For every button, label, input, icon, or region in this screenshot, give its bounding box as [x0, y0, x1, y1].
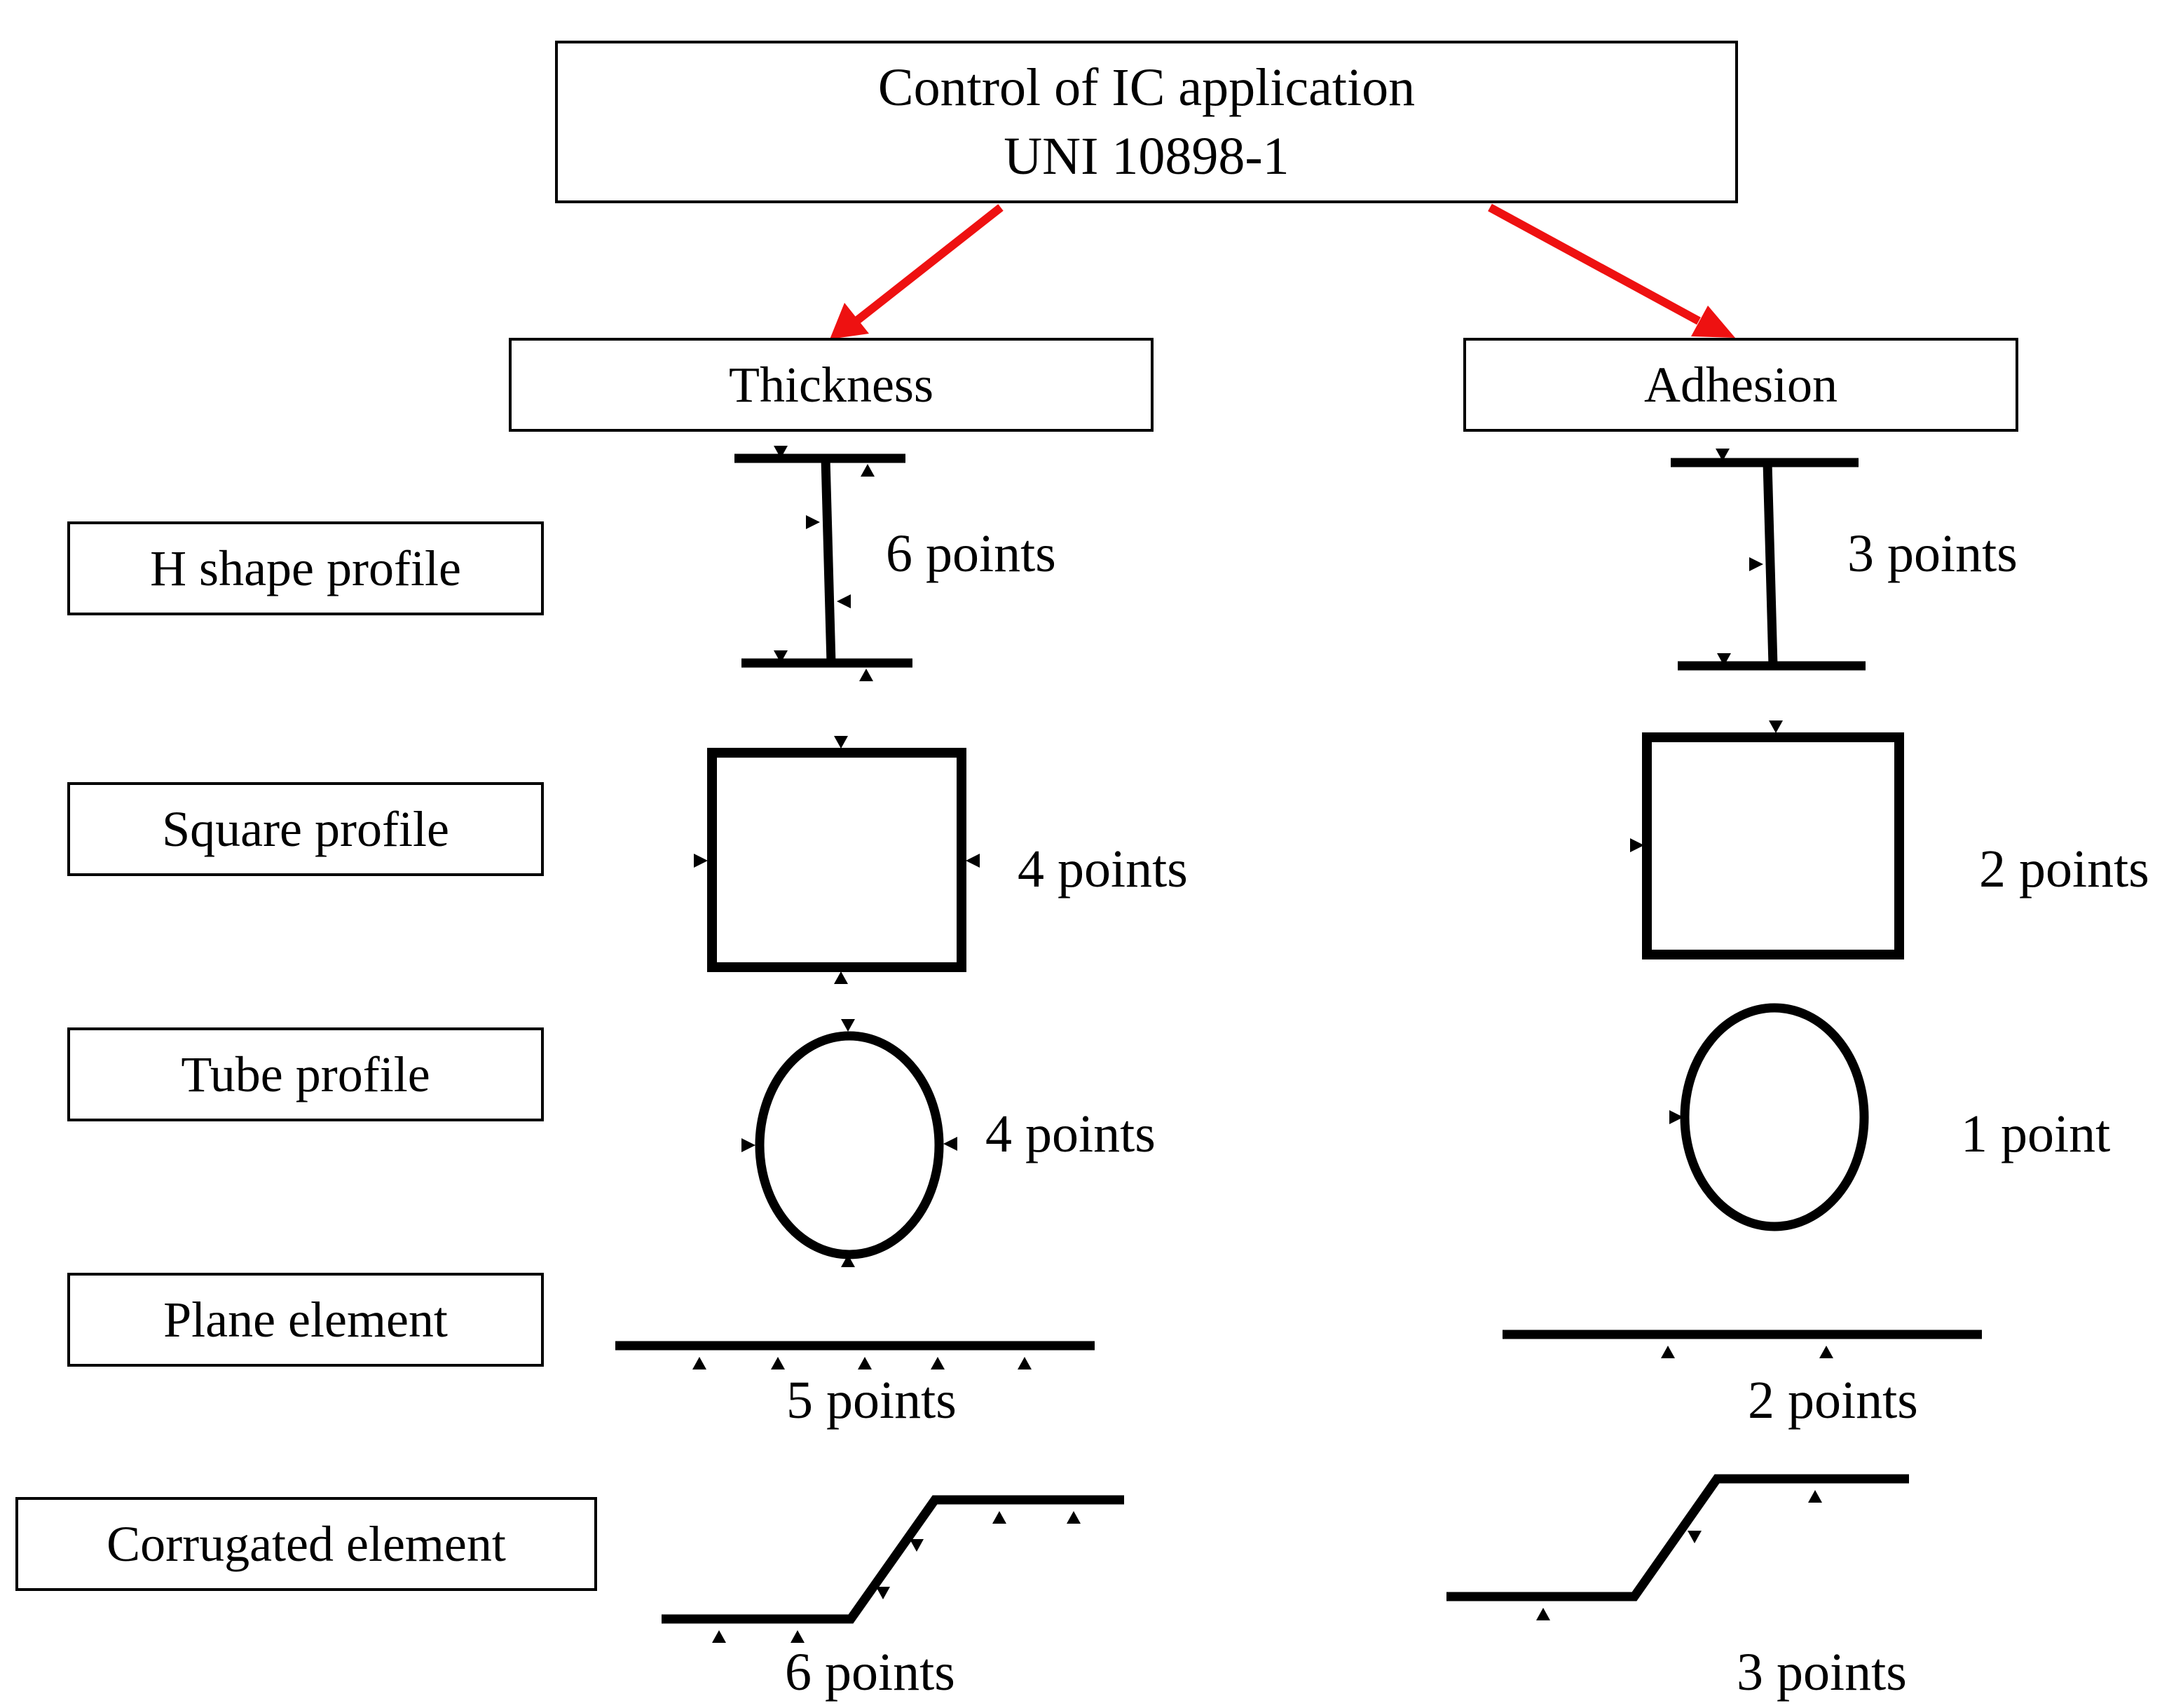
adhesion-box: Adhesion — [1463, 338, 2018, 432]
measure-marker — [1808, 1490, 1822, 1503]
tube-thickness-figure — [741, 1019, 957, 1267]
measure-marker — [1067, 1511, 1081, 1524]
measure-marker — [712, 1630, 726, 1643]
red-arrows — [830, 203, 1735, 339]
measure-marker — [1717, 653, 1731, 666]
measure-marker — [859, 669, 873, 681]
square-profile-label: Square profile — [162, 800, 449, 857]
corrugated-adhesion-points: 3 points — [1737, 1643, 1907, 1702]
square-adhesion-points: 2 points — [1979, 840, 2149, 899]
h-shape-profile-label: H shape profile — [150, 540, 461, 596]
measure-marker — [834, 971, 848, 984]
h-shape-adhesion-figure — [1671, 449, 1866, 671]
measure-marker — [692, 1357, 706, 1369]
plane-element-label: Plane element — [163, 1291, 448, 1348]
arrow-to-adhesion — [1488, 203, 1701, 325]
measure-marker — [858, 1357, 872, 1369]
tube-profile-box: Tube profile — [67, 1027, 544, 1121]
measure-marker — [966, 854, 980, 868]
h-shape-thickness-figure — [734, 446, 912, 681]
h-shape-thickness-points: 6 points — [886, 524, 1056, 583]
title-line-2: UNI 10898-1 — [1004, 127, 1289, 186]
measure-marker — [841, 1019, 855, 1032]
tube-profile-label: Tube profile — [181, 1046, 430, 1102]
measure-marker — [837, 594, 851, 608]
square-adhesion-figure — [1630, 720, 1904, 959]
h-shape-adhesion-points: 3 points — [1847, 524, 2018, 583]
plane-thickness-figure — [615, 1341, 1095, 1369]
measure-marker — [1819, 1346, 1833, 1358]
measure-marker — [861, 464, 875, 477]
corrugated-thickness-figure — [662, 1495, 1124, 1643]
square-thickness-points: 4 points — [1018, 840, 1188, 899]
measure-marker — [943, 1137, 957, 1151]
arrowhead-thickness — [830, 303, 869, 339]
tube-adhesion-points: 1 point — [1961, 1105, 2111, 1163]
plane-thickness-points: 5 points — [786, 1371, 957, 1430]
plane-element-box: Plane element — [67, 1273, 544, 1367]
measure-marker — [774, 446, 788, 458]
measure-marker — [1018, 1357, 1032, 1369]
arrowhead-adhesion — [1691, 306, 1735, 338]
plane-adhesion-figure — [1503, 1330, 1982, 1358]
measure-marker — [741, 1138, 755, 1152]
thickness-label: Thickness — [729, 356, 933, 413]
measure-marker — [1749, 557, 1763, 571]
title-box: Control of IC application UNI 10898-1 — [555, 41, 1738, 203]
adhesion-label: Adhesion — [1644, 356, 1838, 413]
plane-adhesion-points: 2 points — [1748, 1371, 1918, 1430]
square-thickness-figure — [694, 736, 980, 984]
measure-marker — [1669, 1110, 1683, 1124]
tube-thickness-points: 4 points — [985, 1105, 1156, 1163]
measure-marker — [931, 1357, 945, 1369]
measure-marker — [910, 1539, 924, 1552]
h-shape-profile-box: H shape profile — [67, 521, 544, 615]
measure-marker — [841, 1255, 855, 1267]
measure-marker — [806, 515, 820, 529]
thickness-box: Thickness — [509, 338, 1154, 432]
measure-marker — [876, 1587, 890, 1599]
measure-marker — [1536, 1608, 1550, 1620]
measure-marker — [771, 1357, 785, 1369]
square-profile-box: Square profile — [67, 782, 544, 876]
measure-marker — [1716, 449, 1730, 461]
measure-marker — [1630, 838, 1644, 852]
corrugated-thickness-points: 6 points — [785, 1643, 955, 1702]
corrugated-adhesion-figure — [1446, 1474, 1909, 1620]
measure-marker — [694, 854, 708, 868]
measure-marker — [834, 736, 848, 749]
tube-adhesion-figure — [1669, 1003, 1869, 1231]
measure-marker — [1688, 1531, 1702, 1543]
measure-marker — [774, 650, 788, 663]
corrugated-element-box: Corrugated element — [15, 1497, 597, 1591]
corrugated-element-label: Corrugated element — [107, 1515, 506, 1572]
arrow-to-thickness — [854, 204, 1004, 324]
title-line-1: Control of IC application — [877, 58, 1416, 117]
measure-marker — [1661, 1346, 1675, 1358]
measure-marker — [791, 1630, 805, 1643]
measure-marker — [1769, 720, 1783, 733]
measure-marker — [992, 1511, 1006, 1524]
